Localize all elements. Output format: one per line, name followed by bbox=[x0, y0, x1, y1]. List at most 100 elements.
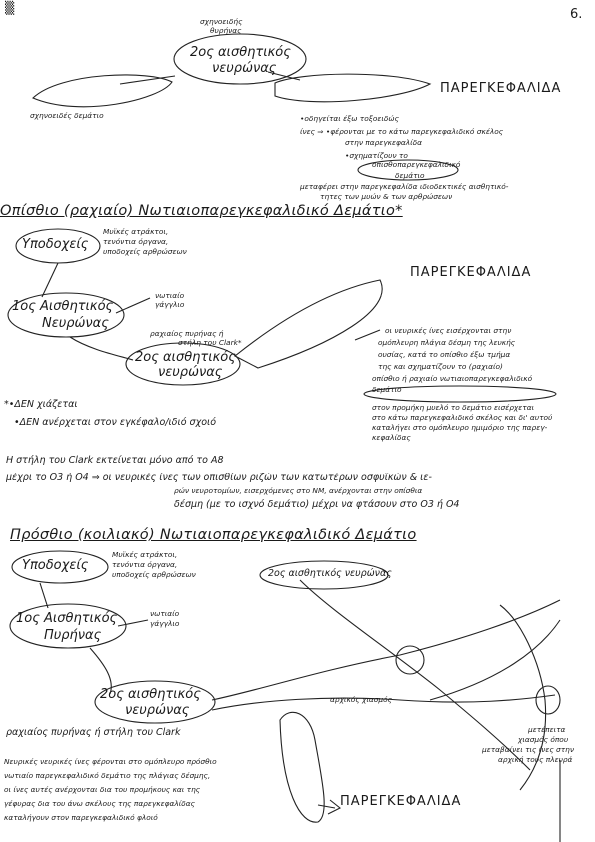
s1-note-arrow bbox=[354, 329, 381, 341]
s2-pathway-4 bbox=[499, 604, 547, 791]
s1-neuron1-line2: Νευρώνας bbox=[42, 316, 109, 331]
s1-clark-span-1: Η στήλη του Clark εκτείνεται μόνο από το… bbox=[6, 455, 224, 466]
s1-clark-span-4: δέσμη (με το ισχνό δεμάτιο) μέχρι να φτά… bbox=[174, 499, 460, 510]
s2-neuron2-top-oval bbox=[259, 560, 389, 590]
s2-bottom-note-2: νωτιαίο παρεγκεφαλιδικό δεμάτιο της πλάγ… bbox=[4, 771, 211, 780]
s1-arrow-1 bbox=[41, 262, 59, 298]
s2-neuron1-oval bbox=[9, 603, 127, 649]
s1-ganglion-1: νωτιαίο bbox=[155, 291, 185, 300]
s2-neuron2-line2: νευρώνας bbox=[125, 703, 190, 718]
s2-receptors-oval bbox=[11, 550, 109, 584]
s2-first-chiasm-circle bbox=[395, 645, 425, 675]
s2-neuron1-line2: Πυρήνας bbox=[44, 628, 102, 643]
s2-tract-lens bbox=[279, 711, 325, 823]
s1-tract-lens bbox=[233, 279, 383, 369]
page-number: 6. bbox=[570, 7, 583, 22]
top-note-7: μεταφέρει στην παρεγκεφαλίδα ιδιοδεκτικέ… bbox=[300, 182, 509, 191]
section1-heading: Οπίσθιο (ραχιαίο) Νωτιαιοπαρεγκεφαλιδικό… bbox=[0, 203, 403, 219]
top-neuron2-line2: νευρώνας bbox=[212, 61, 277, 76]
top-note-1: •οδηγείται έξω τοξοειδώς bbox=[300, 114, 399, 123]
s1-fibers-5: οπίσθιο ή ραχιαίο νωτιαιοπαρεγκεφαλιδικό bbox=[372, 374, 533, 383]
top-right-lens-shape bbox=[274, 73, 432, 103]
s2-pathway-2 bbox=[211, 694, 556, 711]
s1-fibers-2: ομόπλευρη πλάγια δέσμη της λευκής bbox=[378, 338, 516, 347]
s1-fibers-3: ουσίας, κατά το οπίσθιο έξω τμήμα bbox=[378, 350, 511, 359]
top-note-2: ίνες ⇒ •φέρονται με το κάτω παρεγκεφαλιδ… bbox=[300, 127, 504, 136]
s2-bottom-note-4: γέφυρας δια του άνω σκέλους της παρεγκεφ… bbox=[4, 799, 195, 808]
top-label-1: σχηνοειδής bbox=[200, 17, 243, 26]
s1-arrow-2 bbox=[69, 336, 134, 361]
s1-neuron2-line2: νευρώνας bbox=[158, 365, 223, 380]
s2-receptors-note-3: υποδοχείς αρθρώσεων bbox=[112, 570, 196, 579]
s1-neuron1-oval bbox=[7, 292, 125, 338]
s2-paregkefalida: ΠΑΡΕΓΚΕΦΑΛΙΔΑ bbox=[340, 794, 462, 809]
s2-first-chiasm: αρχικός χιασμός bbox=[330, 695, 392, 704]
s2-arrow-to-cerebellum bbox=[317, 799, 342, 815]
s2-receptors-note-2: τενόντια όργανα, bbox=[112, 560, 178, 569]
top-label-2: θυρήνας bbox=[210, 26, 242, 35]
top-note-8: τητες των μυών & των αρθρώσεων bbox=[320, 192, 453, 201]
s1-medulla-4: κεφαλίδας bbox=[372, 433, 411, 442]
s1-star-note-2: •ΔΕΝ ανέρχεται στον εγκέφαλο/ιδιό σχοιό bbox=[14, 417, 217, 428]
s1-fibers-4: της και σχηματίζουν το (ραχιαίο) bbox=[378, 362, 503, 371]
s2-second-chiasm-1: μετέπειτα bbox=[528, 725, 566, 734]
s2-bottom-note-3: οι ίνες αυτές ανέρχονται δια του προμήκο… bbox=[4, 785, 201, 794]
top-connector-lines bbox=[119, 71, 301, 85]
s2-second-chiasm-circle bbox=[535, 685, 561, 715]
s2-second-chiasm-3: μεταβαίνει τις ίνες στην bbox=[482, 745, 574, 754]
s1-receptors: Υποδοχείς bbox=[22, 237, 89, 252]
s2-bottom-note-5: καταλήγουν στον παρεγκεφαλιδικό φλοιό bbox=[4, 813, 158, 822]
top-label-3: σχηνοειδές δεμάτιο bbox=[30, 111, 104, 120]
s2-pathway-3 bbox=[299, 579, 531, 771]
s1-fibers-6: δεμάτιο bbox=[372, 385, 402, 394]
s2-second-chiasm-4: αρχική τους πλευρά bbox=[498, 755, 573, 764]
s1-neuron1-line1: 1ος Αισθητικός bbox=[12, 299, 114, 314]
s1-clark-2: στήλη του Clark* bbox=[178, 338, 242, 347]
top-note-4: •σχηματίζουν το bbox=[345, 151, 408, 160]
s1-receptors-note-3: υποδοχείς αρθρώσεων bbox=[103, 247, 187, 256]
s2-receptors-note-1: Μυϊκές ατράκτοι, bbox=[112, 550, 178, 559]
s2-second-chiasm-2: χιασμός όπου bbox=[518, 735, 569, 744]
s1-clark-span-3: ρών νευροτομίων, εισερχόμενες στο ΝΜ, αν… bbox=[174, 486, 423, 495]
s2-bottom-note-1: Νευρικές νευρικές ίνες φέρονται στο ομόπ… bbox=[4, 757, 217, 766]
top-note-5: οπισθοπαρεγκεφαλιδικό bbox=[372, 160, 461, 169]
s2-arrow-1 bbox=[39, 582, 49, 609]
s2-neuron2-oval bbox=[94, 680, 216, 724]
s2-neuron1-line1: 1ος Αισθητικός bbox=[16, 611, 118, 626]
top-left-lens-shape bbox=[32, 74, 173, 108]
s2-receptors: Υποδοχείς bbox=[22, 558, 89, 573]
s2-clark-label: ραχιαίος πυρήνας ή στήλη του Clark bbox=[6, 727, 181, 738]
s2-ganglion-2: γάγγλιο bbox=[150, 619, 180, 628]
s1-star-note-1: *•ΔΕΝ χιάζεται bbox=[4, 399, 78, 410]
s1-fibers-1: οι νευρικές ίνες εισέρχονται στην bbox=[385, 326, 512, 335]
s1-medulla-2: στο κάτω παρεγκεφαλιδικό σκέλος και δι' … bbox=[372, 413, 553, 422]
s2-arrow-2 bbox=[89, 647, 112, 695]
top-paregkefalida: ΠΑΡΕΓΚΕΦΑΛΙΔΑ bbox=[440, 81, 562, 96]
s2-neuron2-top: 2ος αισθητικός νευρώνας bbox=[268, 568, 392, 579]
s1-tract-name-oval bbox=[363, 385, 557, 403]
s1-medulla-3: καταλήγει στο ομόπλευρο ημιμόριο της παρ… bbox=[372, 423, 548, 432]
s1-receptors-note-1: Μυϊκές ατράκτοι, bbox=[103, 227, 169, 236]
s1-receptors-note-2: τενόντια όργανα, bbox=[103, 237, 169, 246]
s2-neuron2-line1: 2ος αισθητικός bbox=[100, 687, 201, 702]
s1-clark-1: ραχιαίος πυρήνας ή bbox=[150, 329, 224, 338]
s1-clark-span-2: μέχρι το Ο3 ή Ο4 ⇒ οι νευρικές ίνες των … bbox=[6, 473, 432, 483]
top-note-6: δεμάτιο bbox=[395, 171, 425, 180]
s2-pathway-5 bbox=[429, 619, 561, 701]
s1-neuron2-line1: 2ος αισθητικός bbox=[135, 350, 236, 365]
s1-neuron2-oval bbox=[125, 342, 241, 386]
s2-pathway-1 bbox=[211, 599, 561, 701]
top-neuron2-line1: 2ος αισθητικός bbox=[190, 45, 291, 60]
s2-ganglion-arrow bbox=[117, 619, 149, 627]
top-dermatio-oval bbox=[357, 159, 459, 181]
top-neuron2-oval bbox=[173, 33, 307, 85]
binder-hole-mark: ▒ bbox=[5, 1, 15, 15]
s1-paregkefalida: ΠΑΡΕΓΚΕΦΑΛΙΔΑ bbox=[410, 265, 532, 280]
top-note-3: στην παρεγκεφαλίδα bbox=[345, 138, 423, 147]
s2-ganglion-1: νωτιαίο bbox=[150, 609, 180, 618]
s1-ganglion-arrow bbox=[115, 297, 151, 314]
s1-medulla-1: στον προμήκη μυελό το δεμάτιο εισέρχεται bbox=[372, 403, 535, 412]
s1-ganglion-2: γάγγλιο bbox=[155, 300, 185, 309]
section2-heading: Πρόσθιο (κοιλιακό) Νωτιαιοπαρεγκεφαλιδικ… bbox=[10, 527, 417, 543]
